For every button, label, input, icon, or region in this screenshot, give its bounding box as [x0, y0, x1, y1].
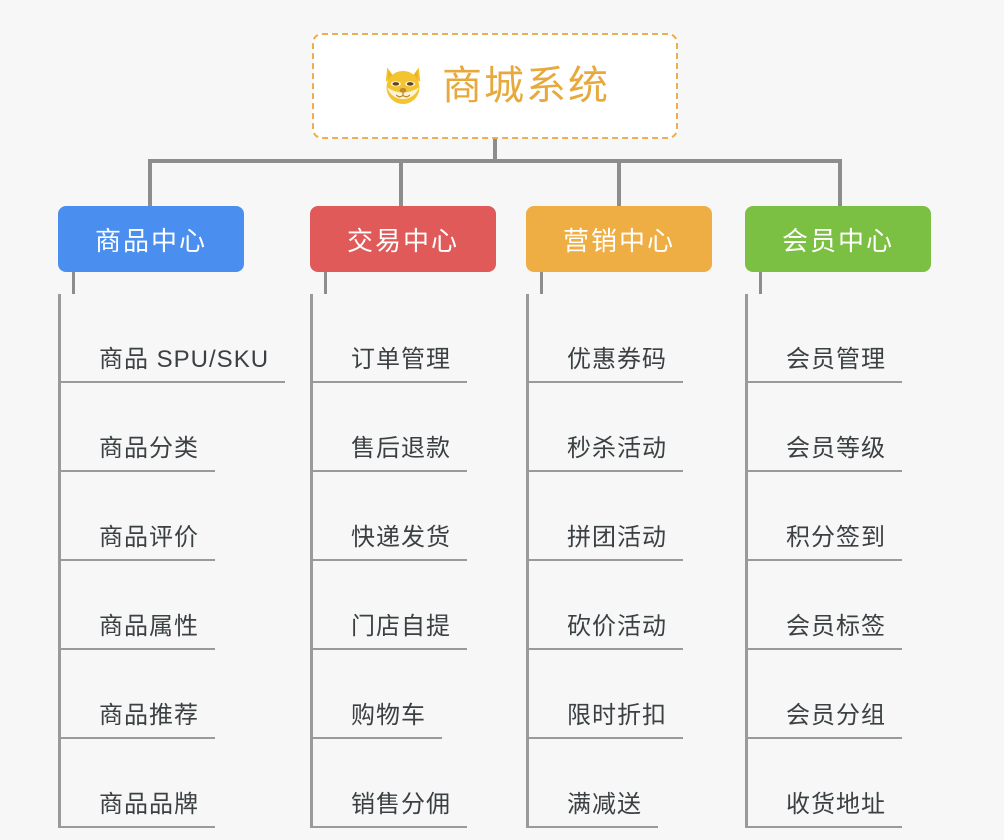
- leaf-item[interactable]: 收货地址: [748, 739, 902, 828]
- leaf-label: 收货地址: [786, 790, 886, 818]
- leaf-item[interactable]: 秒杀活动: [529, 383, 683, 472]
- leaf-item[interactable]: 门店自提: [313, 561, 467, 650]
- connector-drop-1: [148, 159, 152, 206]
- leaf-item[interactable]: 售后退款: [313, 383, 467, 472]
- leaf-list-1: 商品 SPU/SKU 商品分类 商品评价 商品属性 商品推荐 商品品牌: [58, 294, 290, 828]
- leaf-label: 会员管理: [786, 345, 886, 373]
- connector-drop-3: [617, 159, 621, 206]
- leaf-label: 拼团活动: [567, 523, 667, 551]
- leaf-label: 秒杀活动: [567, 434, 667, 462]
- leaf-item[interactable]: 会员管理: [748, 294, 902, 383]
- leaf-label: 积分签到: [786, 523, 886, 551]
- leaf-list-4: 会员管理 会员等级 积分签到 会员标签 会员分组 收货地址: [745, 294, 977, 828]
- leaf-list-2: 订单管理 售后退款 快递发货 门店自提 购物车 销售分佣: [310, 294, 542, 828]
- leaf-label: 会员分组: [786, 701, 886, 729]
- connector-root-stem: [493, 139, 497, 162]
- leaf-item[interactable]: 商品 SPU/SKU: [61, 294, 286, 383]
- root-node[interactable]: 商城系统: [312, 33, 678, 139]
- leaf-label: 售后退款: [351, 434, 451, 462]
- category-header-4[interactable]: 会员中心: [745, 206, 931, 272]
- leaf-label: 砍价活动: [567, 612, 667, 640]
- connector-drop-4: [838, 159, 842, 206]
- root-title: 商城系统: [442, 64, 610, 108]
- category-stem-4: [759, 272, 762, 294]
- category-header-3[interactable]: 营销中心: [526, 206, 712, 272]
- connector-drop-2: [399, 159, 403, 206]
- leaf-label: 订单管理: [351, 345, 451, 373]
- leaf-item[interactable]: 购物车: [313, 650, 442, 739]
- leaf-item[interactable]: 快递发货: [313, 472, 467, 561]
- leaf-label: 限时折扣: [567, 701, 667, 729]
- leaf-item[interactable]: 商品分类: [61, 383, 215, 472]
- category-label-2: 交易中心: [346, 225, 459, 256]
- category-label-4: 会员中心: [781, 225, 894, 256]
- category-stem-3: [540, 272, 543, 294]
- leaf-label: 商品推荐: [99, 701, 199, 729]
- leaf-label: 销售分佣: [351, 790, 451, 818]
- leaf-item[interactable]: 会员等级: [748, 383, 902, 472]
- leaf-label: 会员标签: [786, 612, 886, 640]
- leaf-label: 商品 SPU/SKU: [99, 345, 270, 373]
- connector-horizontal-bus: [148, 159, 842, 163]
- category-column-4: 会员中心 会员管理 会员等级 积分签到 会员标签 会员分组 收货地址: [745, 206, 977, 828]
- leaf-item[interactable]: 会员分组: [748, 650, 902, 739]
- leaf-label: 满减送: [567, 790, 642, 818]
- leaf-item[interactable]: 砍价活动: [529, 561, 683, 650]
- leaf-item[interactable]: 满减送: [529, 739, 658, 828]
- category-column-3: 营销中心 优惠券码 秒杀活动 拼团活动 砍价活动 限时折扣 满减送: [526, 206, 758, 828]
- leaf-list-3: 优惠券码 秒杀活动 拼团活动 砍价活动 限时折扣 满减送: [526, 294, 758, 828]
- leaf-item[interactable]: 商品品牌: [61, 739, 215, 828]
- leaf-item[interactable]: 销售分佣: [313, 739, 467, 828]
- category-label-1: 商品中心: [94, 225, 207, 256]
- leaf-label: 快递发货: [351, 523, 451, 551]
- leaf-item[interactable]: 限时折扣: [529, 650, 683, 739]
- leaf-item[interactable]: 商品评价: [61, 472, 215, 561]
- leaf-label: 优惠券码: [567, 345, 667, 373]
- leaf-item[interactable]: 商品推荐: [61, 650, 215, 739]
- leaf-item[interactable]: 会员标签: [748, 561, 902, 650]
- leaf-item[interactable]: 订单管理: [313, 294, 467, 383]
- leaf-label: 商品属性: [99, 612, 199, 640]
- category-column-1: 商品中心 商品 SPU/SKU 商品分类 商品评价 商品属性 商品推荐 商品品牌: [58, 206, 290, 828]
- leaf-label: 门店自提: [351, 612, 451, 640]
- leaf-item[interactable]: 积分签到: [748, 472, 902, 561]
- category-header-2[interactable]: 交易中心: [310, 206, 496, 272]
- leaf-label: 商品评价: [99, 523, 199, 551]
- category-column-2: 交易中心 订单管理 售后退款 快递发货 门店自提 购物车 销售分佣: [310, 206, 542, 828]
- leaf-label: 会员等级: [786, 434, 886, 462]
- leaf-label: 商品品牌: [99, 790, 199, 818]
- leaf-item[interactable]: 商品属性: [61, 561, 215, 650]
- leaf-item[interactable]: 拼团活动: [529, 472, 683, 561]
- category-stem-1: [72, 272, 75, 294]
- shiba-inu-dog-icon: [385, 67, 421, 106]
- leaf-item[interactable]: 优惠券码: [529, 294, 683, 383]
- leaf-label: 购物车: [351, 701, 426, 729]
- category-stem-2: [324, 272, 327, 294]
- category-label-3: 营销中心: [562, 225, 675, 256]
- leaf-label: 商品分类: [99, 434, 199, 462]
- category-header-1[interactable]: 商品中心: [58, 206, 244, 272]
